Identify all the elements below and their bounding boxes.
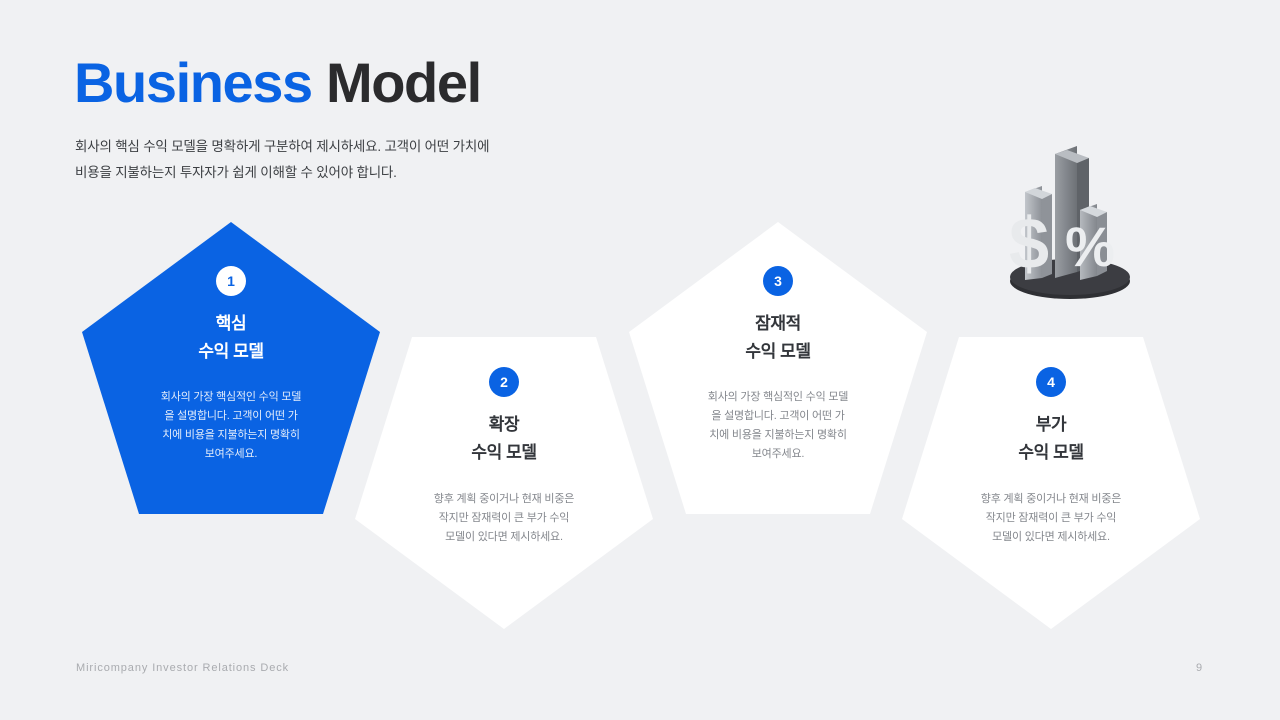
pentagon-body-wrap-1: 회사의 가장 핵심적인 수익 모델 을 설명합니다. 고객이 어떤 가 치에 비… bbox=[80, 388, 382, 464]
pentagon-body-1-line-1: 회사의 가장 핵심적인 수익 모델 bbox=[160, 391, 302, 403]
pentagon-body-3-line-3: 치에 비용을 지불하는지 명확히 bbox=[709, 428, 847, 441]
pentagon-card-2[interactable]: 2 확장 수익 모델 향후 계획 중이거나 현재 비중은 작지만 잠재력이 큰 … bbox=[353, 335, 655, 631]
footer-note: Miricompany Investor Relations Deck bbox=[76, 662, 290, 674]
pentagon-body-3-line-4: 보여주세요. bbox=[751, 447, 805, 460]
pentagon-shape-3 bbox=[629, 222, 927, 514]
pentagon-badge-wrap-1: 1 bbox=[80, 266, 382, 296]
pentagon-heading-1-line-2: 수익 모델 bbox=[198, 341, 264, 361]
pentagon-badge-wrap-3: 3 bbox=[627, 266, 929, 296]
page-title: Business Model bbox=[74, 51, 482, 114]
pentagon-body-2-line-1: 향후 계획 중이거나 현재 비중은 bbox=[433, 493, 575, 505]
bar-short bbox=[1080, 204, 1097, 280]
pentagon-body-3: 회사의 가장 핵심적인 수익 모델 을 설명합니다. 고객이 어떤 가 치에 비… bbox=[688, 388, 868, 464]
pentagon-heading-3-line-2: 수익 모델 bbox=[745, 341, 811, 361]
pentagon-heading-4-line-2: 수익 모델 bbox=[1018, 442, 1084, 462]
pentagon-heading-2: 확장 수익 모델 bbox=[353, 411, 655, 466]
page-number: 9 bbox=[1196, 662, 1203, 674]
bar-chart-dollar-percent-icon: $ % bbox=[985, 128, 1155, 313]
pentagon-badge-wrap-4: 4 bbox=[900, 367, 1202, 397]
page-subtitle-line-1: 회사의 핵심 수익 모델을 명확하게 구분하여 제시하세요. 고객이 어떤 가치… bbox=[75, 139, 490, 154]
page-subtitle-line-2: 비용을 지불하는지 투자자가 쉽게 이해할 수 있어야 합니다. bbox=[75, 165, 397, 181]
bar-tall bbox=[1055, 146, 1077, 278]
illustration-svg: $ % bbox=[1009, 146, 1130, 299]
pentagon-body-1-line-2: 을 설명합니다. 고객이 어떤 가 bbox=[164, 409, 298, 422]
pentagon-body-4-line-2: 작지만 잠재력이 큰 부가 수익 bbox=[985, 511, 1117, 524]
pentagon-body-1-line-3: 치에 비용을 지불하는지 명확히 bbox=[162, 428, 300, 441]
pentagon-badge-wrap-2: 2 bbox=[353, 367, 655, 397]
page-subtitle: 회사의 핵심 수익 모델을 명확하게 구분하여 제시하세요. 고객이 어떤 가치… bbox=[75, 134, 635, 187]
pentagon-body-1-line-4: 보여주세요. bbox=[204, 447, 258, 460]
page-title-accent: Business bbox=[74, 51, 313, 114]
pentagon-badge-2: 2 bbox=[489, 367, 519, 397]
percent-sign: % bbox=[1065, 215, 1115, 278]
pentagon-body-2-line-3: 모델이 있다면 제시하세요. bbox=[445, 530, 563, 543]
pentagon-heading-3-line-1: 잠재적 bbox=[755, 314, 801, 333]
pentagon-body-2: 향후 계획 중이거나 현재 비중은 작지만 잠재력이 큰 부가 수익 모델이 있… bbox=[414, 490, 594, 547]
pentagon-shape-2 bbox=[355, 337, 653, 629]
pentagon-body-2-line-2: 작지만 잠재력이 큰 부가 수익 bbox=[438, 511, 570, 524]
pentagon-body-4-line-1: 향후 계획 중이거나 현재 비중은 bbox=[980, 493, 1122, 505]
pentagon-heading-1: 핵심 수익 모델 bbox=[80, 310, 382, 365]
pentagon-body-3-line-2: 을 설명합니다. 고객이 어떤 가 bbox=[711, 409, 845, 422]
pentagon-body-1: 회사의 가장 핵심적인 수익 모델 을 설명합니다. 고객이 어떤 가 치에 비… bbox=[141, 388, 321, 464]
pentagon-body-wrap-4: 향후 계획 중이거나 현재 비중은 작지만 잠재력이 큰 부가 수익 모델이 있… bbox=[900, 490, 1202, 547]
pentagon-card-1[interactable]: 1 핵심 수익 모델 회사의 가장 핵심적인 수익 모델 을 설명합니다. 고객… bbox=[80, 220, 382, 516]
pentagon-body-4-line-3: 모델이 있다면 제시하세요. bbox=[992, 530, 1110, 543]
bar-mid bbox=[1025, 186, 1042, 280]
pentagon-heading-4-line-1: 부가 bbox=[1035, 415, 1067, 434]
pentagon-body-wrap-3: 회사의 가장 핵심적인 수익 모델 을 설명합니다. 고객이 어떤 가 치에 비… bbox=[627, 388, 929, 464]
pentagon-shape-4 bbox=[902, 337, 1200, 629]
pentagon-heading-3: 잠재적 수익 모델 bbox=[627, 310, 929, 365]
pentagon-heading-2-line-2: 수익 모델 bbox=[471, 442, 537, 462]
pentagon-card-4[interactable]: 4 부가 수익 모델 향후 계획 중이거나 현재 비중은 작지만 잠재력이 큰 … bbox=[900, 335, 1202, 631]
pentagon-badge-3: 3 bbox=[763, 266, 793, 296]
pentagon-body-wrap-2: 향후 계획 중이거나 현재 비중은 작지만 잠재력이 큰 부가 수익 모델이 있… bbox=[353, 490, 655, 547]
pentagon-body-4: 향후 계획 중이거나 현재 비중은 작지만 잠재력이 큰 부가 수익 모델이 있… bbox=[961, 490, 1141, 547]
pentagon-shape-1 bbox=[82, 222, 380, 514]
pentagon-badge-1: 1 bbox=[216, 266, 246, 296]
dollar-sign: $ bbox=[1009, 204, 1049, 284]
pentagon-card-3[interactable]: 3 잠재적 수익 모델 회사의 가장 핵심적인 수익 모델 을 설명합니다. 고… bbox=[627, 220, 929, 516]
pentagon-badge-4: 4 bbox=[1036, 367, 1066, 397]
pentagon-heading-1-line-1: 핵심 bbox=[215, 314, 247, 333]
pentagon-body-3-line-1: 회사의 가장 핵심적인 수익 모델 bbox=[707, 391, 849, 403]
pentagon-heading-2-line-1: 확장 bbox=[488, 415, 520, 434]
page-title-rest: Model bbox=[325, 51, 482, 114]
pentagon-heading-4: 부가 수익 모델 bbox=[900, 411, 1202, 466]
